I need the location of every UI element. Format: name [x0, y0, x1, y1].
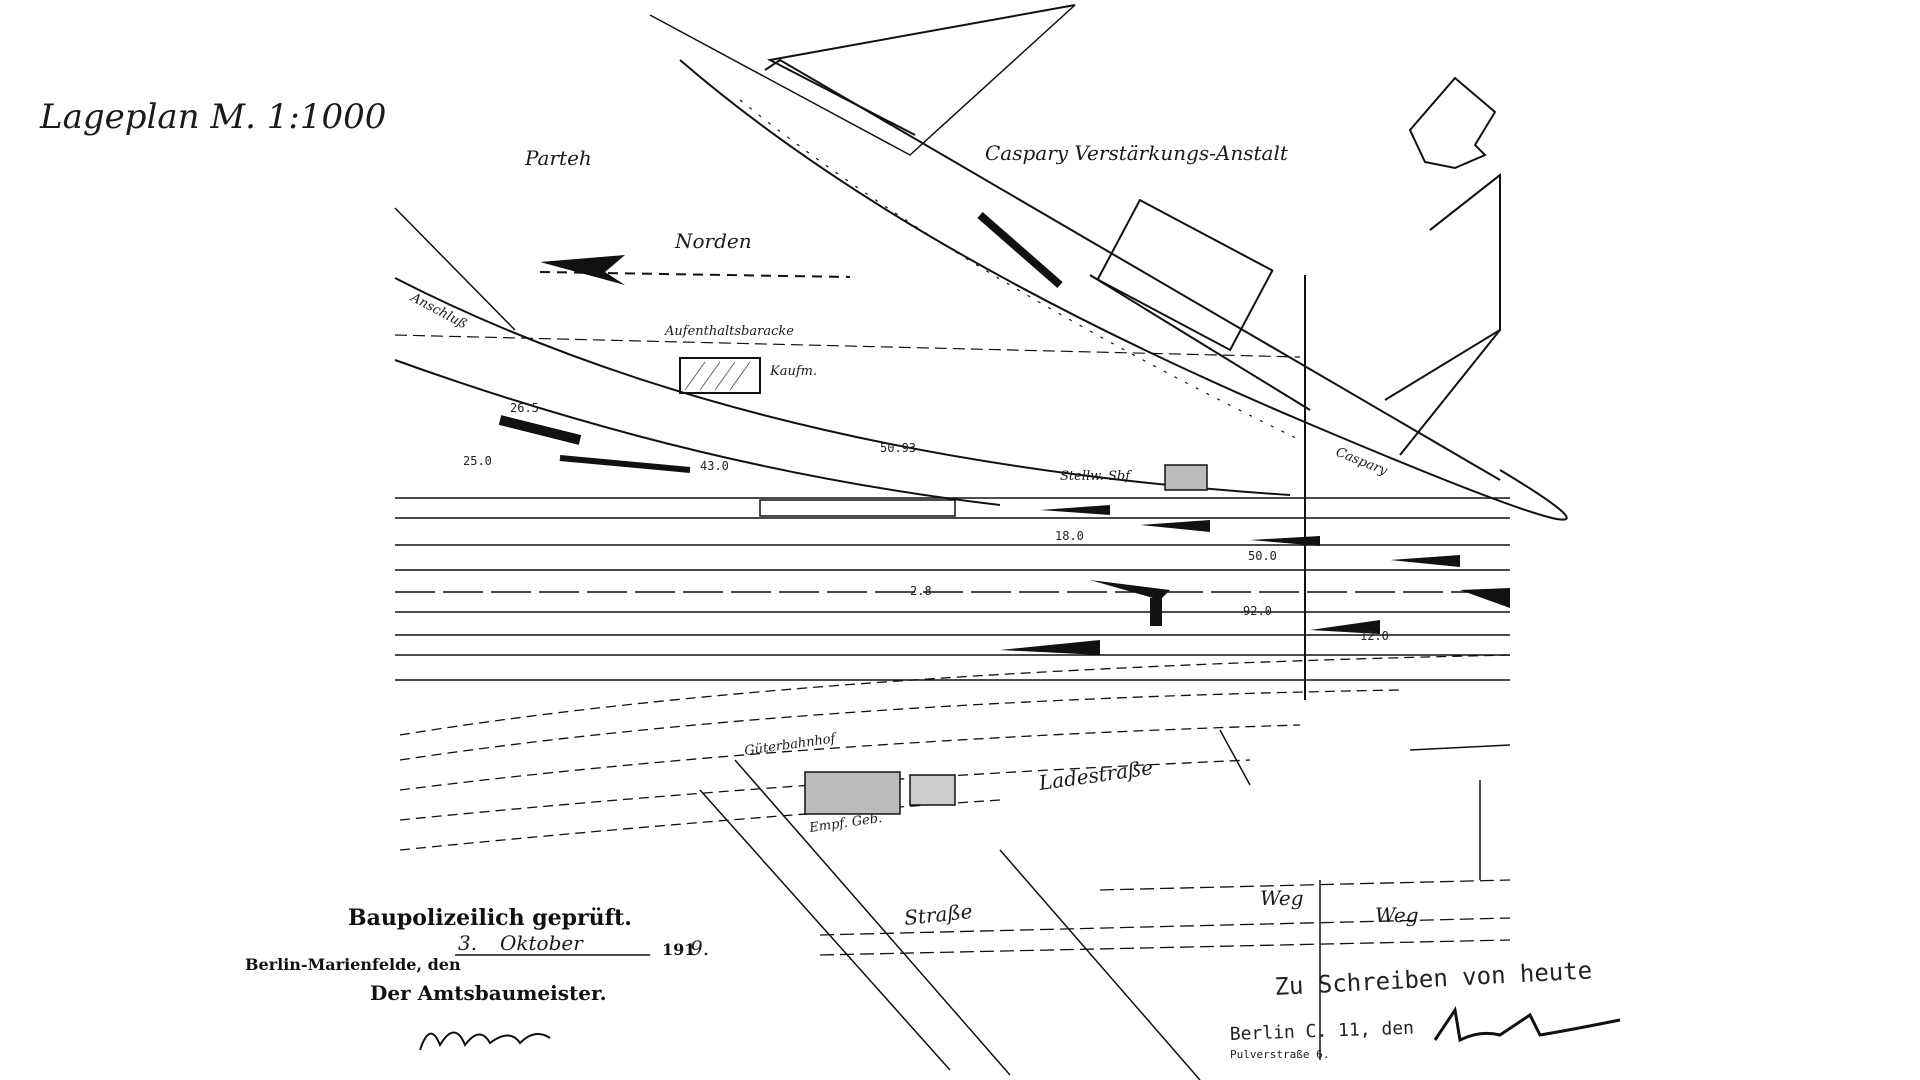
way-label: Weg — [1260, 886, 1304, 910]
factory-siding — [679, 59, 1568, 521]
plan-title: Lageplan M. 1:1000 — [39, 97, 386, 137]
svg-text:25.0: 25.0 — [463, 454, 492, 468]
approval-stamp-right: Zu Schreiben von heute Berlin C. 11, den… — [1229, 956, 1621, 1061]
approval-stamp-left: Baupolizeilich geprüft. Berlin-Marienfel… — [245, 905, 709, 1051]
svg-text:Berlin C. 11, den: Berlin C. 11, den — [1229, 1018, 1414, 1045]
svg-text:50.93: 50.93 — [880, 441, 916, 455]
reception-building — [804, 771, 901, 815]
svg-text:Berlin-Marienfelde, den: Berlin-Marienfelde, den — [245, 955, 461, 974]
barrack-label: Aufenthaltsbaracke — [664, 324, 794, 339]
signature-left — [419, 1031, 551, 1051]
svg-text:Zu Schreiben von heute: Zu Schreiben von heute — [1274, 956, 1593, 1001]
parcel-label-nw: Parteh — [524, 146, 592, 170]
svg-text:Baupolizeilich geprüft.: Baupolizeilich geprüft. — [348, 905, 632, 931]
signal-box — [1164, 464, 1208, 491]
north-arrow-icon — [539, 255, 851, 285]
svg-text:50.0: 50.0 — [1248, 549, 1277, 563]
svg-text:Pulverstraße 6.: Pulverstraße 6. — [1230, 1048, 1329, 1061]
factory-outline — [649, 4, 1501, 481]
svg-text:12.0: 12.0 — [1360, 629, 1389, 643]
svg-text:Der Amtsbaumeister.: Der Amtsbaumeister. — [370, 981, 607, 1005]
svg-text:3.: 3. — [458, 931, 477, 955]
switch-marks — [1000, 505, 1510, 655]
svg-text:Oktober: Oktober — [500, 931, 584, 955]
signal-box-label: Stellw. Sbf — [1060, 469, 1132, 484]
svg-text:92.0: 92.0 — [1243, 604, 1272, 618]
svg-text:9.: 9. — [690, 936, 709, 960]
factory-label: Caspary Verstärkungs-Anstalt — [985, 141, 1289, 165]
svg-text:191: 191 — [662, 940, 695, 959]
goods-yard-label: Güterbahnhof — [743, 731, 838, 759]
svg-text:26.5: 26.5 — [510, 401, 539, 415]
goods-yard-tracks — [399, 654, 1511, 851]
north-label: Norden — [674, 229, 752, 253]
goods-shed — [909, 774, 956, 806]
converging-tracks-left — [394, 207, 1301, 506]
platform — [759, 499, 956, 517]
way-label-2: Weg — [1375, 903, 1419, 927]
shed-label: Kaufm. — [769, 364, 817, 379]
svg-text:2.8: 2.8 — [910, 584, 932, 598]
barrack-building — [679, 357, 761, 394]
measurement-labels: 26.5 25.0 43.0 50.0 92.0 18.0 12.0 2.8 5… — [463, 401, 1389, 643]
road-label: Straße — [903, 899, 974, 930]
signature-right — [1433, 1006, 1621, 1043]
svg-text:43.0: 43.0 — [700, 459, 729, 473]
svg-text:18.0: 18.0 — [1055, 529, 1084, 543]
caspary-label: Caspary — [1334, 445, 1390, 479]
annex-label: Anschluß — [407, 290, 469, 332]
main-tracks — [395, 275, 1510, 700]
loading-street-label: Ladestraße — [1036, 755, 1154, 795]
